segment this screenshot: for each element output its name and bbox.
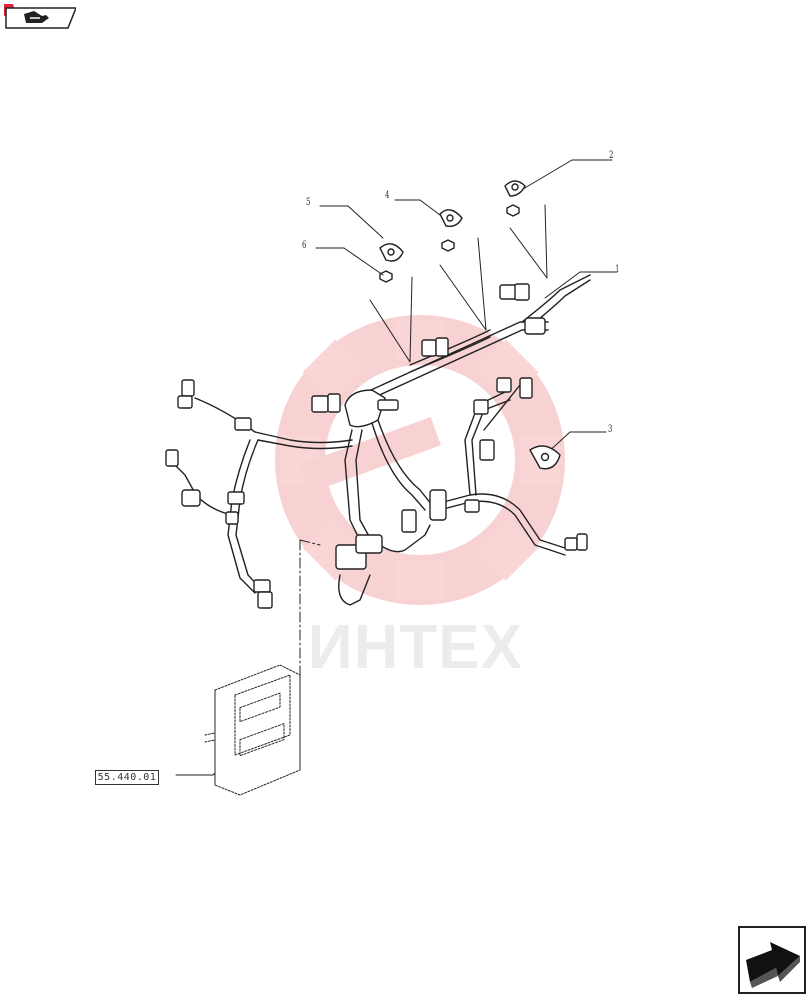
connector-top-mid: [421, 339, 437, 357]
connector-left-top: [181, 379, 195, 397]
ecu-link-line: [299, 539, 321, 761]
ecu-module: [204, 664, 301, 796]
connectors: [165, 283, 588, 609]
next-page-button[interactable]: [738, 926, 806, 994]
connector-left-bottom: [253, 579, 271, 593]
clip-part-5: [379, 243, 404, 262]
folder-arrow-icon: [24, 11, 49, 23]
next-page-arrow-icon: [746, 942, 800, 988]
callout-1: 1: [615, 264, 620, 275]
nut-part-6: [379, 270, 393, 283]
watermark-gear-icon: [275, 315, 565, 605]
connector-left-mid: [165, 449, 179, 467]
callout-3: 3: [608, 424, 613, 435]
reference-code-link[interactable]: 55.440.01: [95, 770, 159, 785]
callout-4: 4: [385, 190, 390, 201]
connector-trunk-end: [524, 317, 546, 335]
callout-2: 2: [609, 150, 614, 161]
clip-part-4: [439, 209, 463, 252]
connector-vertical: [429, 489, 447, 521]
watermark-text: ИНТЕХ: [308, 613, 523, 682]
callout-leaders: [175, 159, 618, 776]
callout-6: 6: [302, 240, 307, 251]
connector-right-end: [564, 537, 578, 551]
clip-part-3: [529, 445, 561, 470]
top-nav-badge[interactable]: [0, 0, 78, 30]
clip-part-2: [504, 180, 526, 217]
connector-elbow: [311, 395, 329, 413]
callout-5: 5: [306, 197, 311, 208]
